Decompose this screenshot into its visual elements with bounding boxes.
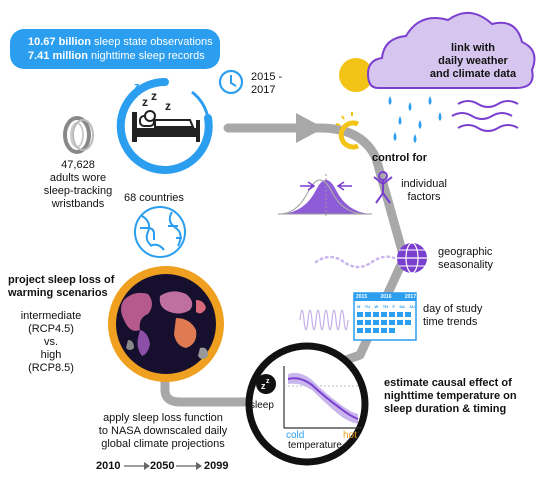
calendar-weekday: SA: [399, 304, 405, 309]
scenarios-text: intermediate (RCP4.5) vs. high (RCP8.5): [20, 310, 82, 374]
wristband-icon: [63, 116, 94, 154]
calendar-weekday: F: [392, 304, 395, 309]
stat-observations: 10.67 billion sleep state observations: [28, 36, 213, 48]
study-trend-wave: [299, 309, 349, 331]
svg-text:z: z: [165, 99, 171, 113]
calendar-year: 2016: [380, 294, 392, 300]
weather-link-text: link with daily weather and climate data: [429, 42, 517, 80]
sleep-tracking-emblem: [116, 77, 213, 174]
calendar-years: 2015 2016 2017: [356, 294, 416, 300]
apply-function-text: apply sleep loss function to NASA downsc…: [98, 412, 228, 450]
causal-effect-emblem: [245, 342, 369, 466]
plot-cold-label: cold: [286, 430, 305, 441]
timeline-year-2050: 2050: [150, 460, 175, 472]
calendar-weekday: M: [357, 304, 361, 309]
stat-records: 7.41 million nighttime sleep records: [28, 50, 205, 62]
svg-text:z: z: [266, 378, 270, 385]
clock-icon: [218, 69, 244, 95]
geographic-seasonality-text: geographic seasonality: [438, 246, 494, 271]
study-trends-text: day of study time trends: [423, 303, 483, 328]
plot-hot-label: hot: [343, 430, 357, 441]
flow-arrow-head: [296, 113, 324, 143]
flow-path-bottom: [160, 340, 253, 407]
calendar-weekday: TH: [382, 304, 389, 309]
timeline-year-2099: 2099: [204, 460, 229, 472]
weather-illustration: [339, 12, 536, 143]
svg-text:z: z: [142, 95, 148, 109]
sleep-z-icon: z: [134, 81, 140, 93]
globe-countries-icon: [134, 206, 186, 258]
plot-ylabel: sleep: [250, 400, 274, 411]
calendar-weekdays: M TU W TH F SA SU: [357, 304, 415, 309]
calendar-weekday: TU: [364, 304, 371, 309]
flow-path: [223, 123, 409, 375]
participants-text: 47,628 adults wore sleep-tracking wristb…: [43, 159, 113, 210]
calendar-weekday: SU: [409, 304, 415, 309]
causal-effect-text: estimate causal effect of nighttime temp…: [384, 377, 517, 415]
person-icon: [373, 171, 393, 204]
control-icon: [335, 112, 359, 150]
seasonality-wave: [314, 255, 396, 269]
individual-factors-text: individual factors: [401, 178, 447, 203]
geography-globe-icon: [397, 242, 427, 274]
world-map-emblem: [108, 266, 224, 382]
calendar-icon: [353, 292, 417, 341]
timeline-arrows: [124, 462, 202, 470]
calendar-year: 2017: [404, 294, 416, 300]
years-range: 2015 - 2017: [251, 71, 283, 96]
svg-text:z: z: [261, 381, 266, 391]
distribution-icon: [278, 174, 372, 216]
control-for-text: control for: [372, 152, 427, 164]
countries-text: 68 countries: [124, 192, 184, 204]
calendar-year: 2015: [356, 294, 368, 300]
plot-xlabel: temperature: [288, 440, 342, 451]
stats-pill: 10.67 billion sleep state observations 7…: [10, 29, 220, 69]
project-title: project sleep loss of warming scenarios: [8, 274, 115, 299]
timeline-year-2010: 2010: [96, 460, 121, 472]
svg-text:z: z: [151, 89, 157, 103]
calendar-weekday: W: [374, 304, 379, 309]
